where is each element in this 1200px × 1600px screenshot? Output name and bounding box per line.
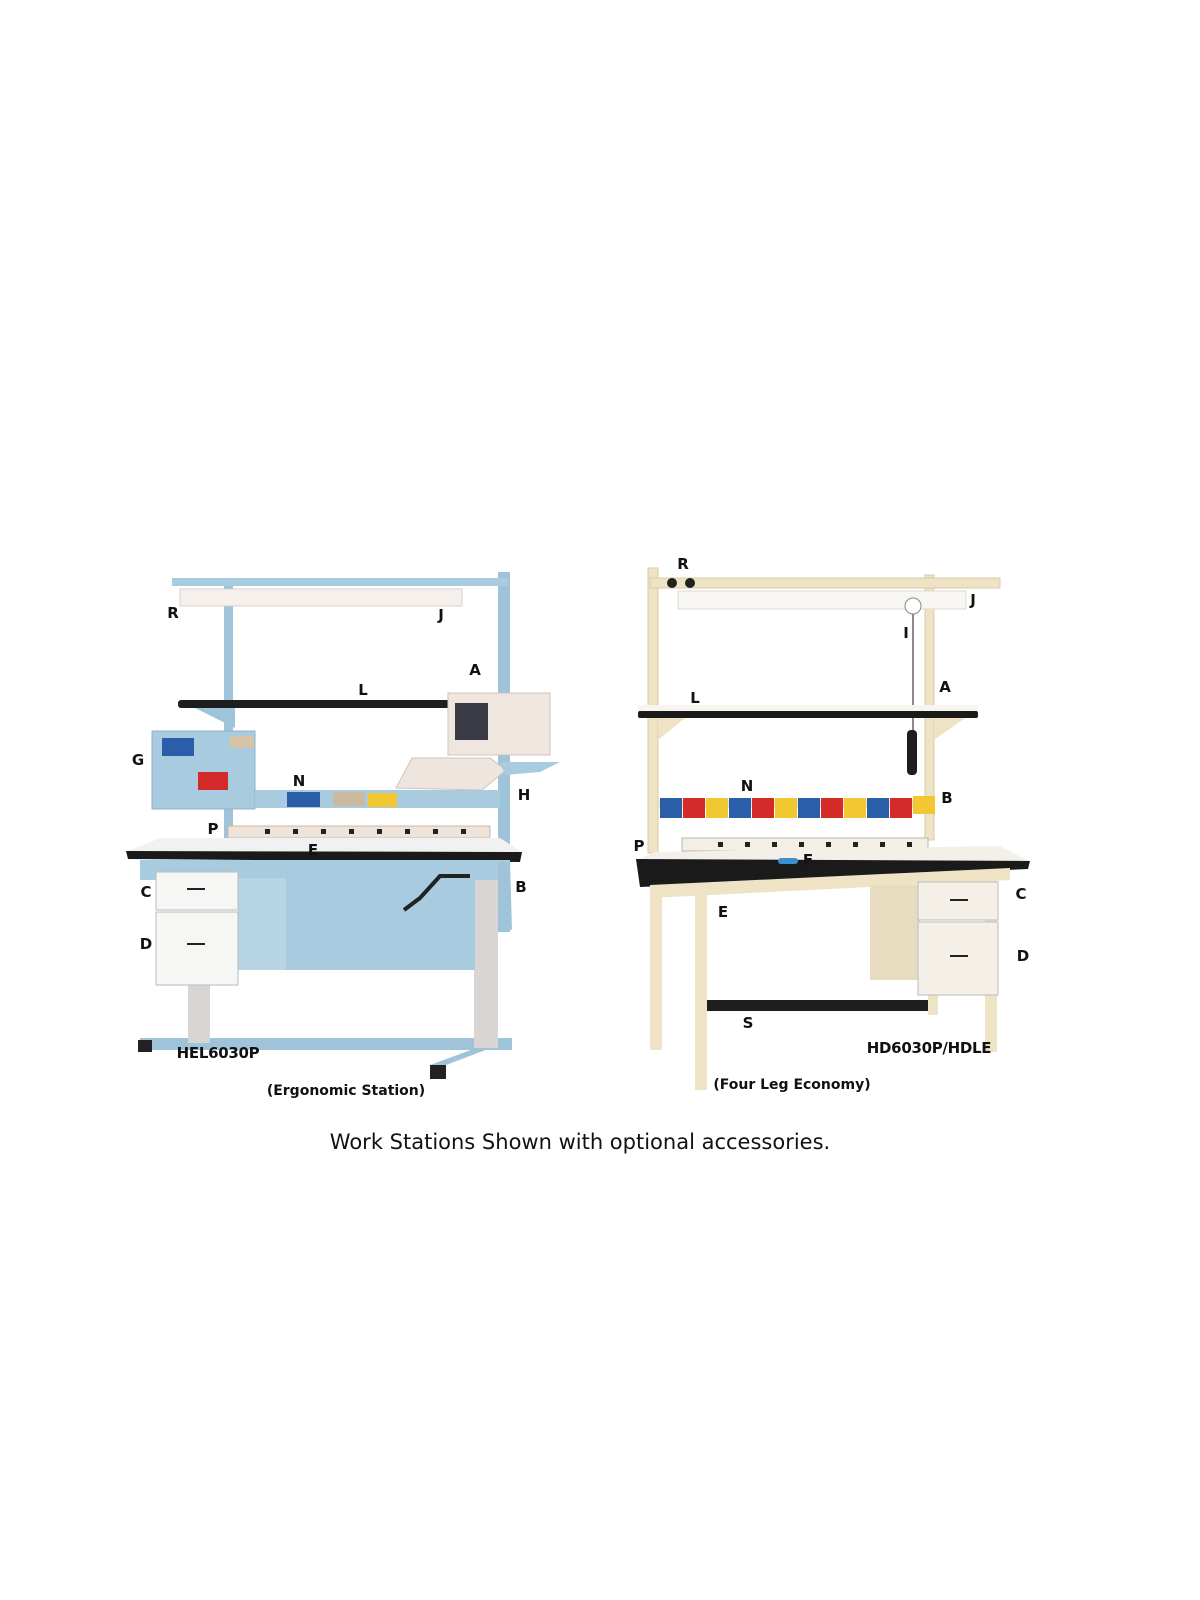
hanging-tool — [907, 730, 917, 775]
shelf-bracket — [934, 718, 965, 740]
shelf-bracket — [658, 718, 685, 740]
callout-i: I — [903, 624, 909, 642]
callout-d: D — [139, 935, 153, 953]
monitor-screen — [455, 703, 488, 740]
right-leg — [474, 870, 498, 1048]
knob — [667, 578, 677, 588]
ergonomic-station-image — [126, 572, 560, 1079]
worktop-edge — [636, 859, 1030, 887]
light-fixture — [677, 590, 967, 610]
callout-r: R — [677, 555, 689, 573]
bin-yellow — [913, 796, 935, 814]
bin-yellow — [775, 798, 797, 818]
station-subtitle: (Four Leg Economy) — [713, 1077, 871, 1093]
callout-n: N — [740, 777, 754, 795]
keyboard — [395, 757, 507, 791]
drawer-handle — [950, 899, 968, 901]
side-bracket — [498, 862, 512, 930]
callout-e: E — [717, 903, 729, 921]
top-bar — [649, 577, 1001, 589]
bin-red — [752, 798, 774, 818]
callout-p: P — [633, 837, 645, 855]
drawer-handle — [187, 943, 205, 945]
economy-station-image — [636, 567, 1030, 1090]
bin-red — [683, 798, 705, 818]
callout-r: R — [167, 604, 179, 622]
light-fixture — [179, 588, 463, 607]
power-outlets — [265, 829, 466, 834]
callout-c: C — [140, 883, 152, 901]
callout-n: N — [292, 772, 306, 790]
base-bar — [140, 1038, 512, 1050]
drawer-bottom — [155, 911, 239, 986]
callout-f: F — [802, 851, 814, 869]
leg — [650, 870, 662, 1050]
esd-tool — [778, 858, 798, 864]
keyboard-tray — [500, 762, 560, 775]
bin-beige — [230, 736, 254, 748]
leg — [695, 880, 707, 1090]
callout-p: P — [207, 820, 219, 838]
bin-yellow — [844, 798, 866, 818]
callout-s: S — [742, 1014, 754, 1032]
shelf — [178, 700, 453, 708]
worktop — [126, 838, 522, 852]
modesty-panel-side — [238, 878, 286, 970]
model-number: HEL6030P — [176, 1044, 260, 1062]
shelf — [638, 705, 978, 712]
bin-beige — [333, 792, 365, 806]
callout-a: A — [469, 661, 481, 679]
shelf-bracket — [195, 708, 235, 728]
shelf-edge — [638, 711, 978, 718]
bin-blue — [287, 792, 320, 807]
stretcher — [700, 1000, 930, 1011]
bin-blue — [867, 798, 889, 818]
top-bar — [172, 578, 508, 586]
knob — [685, 578, 695, 588]
bin-red — [198, 772, 228, 790]
worktop — [638, 846, 1030, 862]
drawer-handle — [187, 888, 205, 890]
pedestal — [870, 885, 920, 980]
figure-caption: Work Stations Shown with optional access… — [329, 1130, 831, 1154]
callout-e: E — [307, 841, 319, 859]
station-subtitle: (Ergonomic Station) — [266, 1083, 426, 1099]
bin-red — [821, 798, 843, 818]
callout-d: D — [1016, 947, 1030, 965]
drawer-handle — [950, 955, 968, 957]
bin-yellow — [368, 793, 397, 807]
callout-g: G — [131, 751, 145, 769]
power-outlets — [718, 842, 912, 847]
bin-blue — [798, 798, 820, 818]
worktop-edge — [126, 851, 522, 862]
height-crank — [402, 874, 470, 912]
tool-retractor — [904, 597, 922, 615]
callout-l: L — [690, 689, 700, 707]
apron — [650, 868, 1010, 898]
bin-blue — [162, 738, 194, 756]
callout-b: B — [515, 878, 527, 896]
bin-yellow — [706, 798, 728, 818]
callout-h: H — [517, 786, 531, 804]
callout-a: A — [939, 678, 951, 696]
callout-l: L — [358, 681, 368, 699]
callout-b: B — [941, 789, 953, 807]
foot — [430, 1065, 446, 1079]
foot — [138, 1040, 152, 1052]
bin-blue — [729, 798, 751, 818]
drawer-bottom — [917, 921, 999, 996]
left-leg — [188, 985, 210, 1043]
drawer-top — [155, 871, 239, 911]
model-number: HD6030P/HDLE — [866, 1039, 992, 1057]
callout-c: C — [1015, 885, 1027, 903]
bin-blue — [660, 798, 682, 818]
leg — [928, 990, 938, 1015]
bin-red — [890, 798, 912, 818]
callout-j: J — [970, 591, 976, 609]
bins — [660, 796, 935, 818]
callout-j: J — [438, 606, 444, 624]
